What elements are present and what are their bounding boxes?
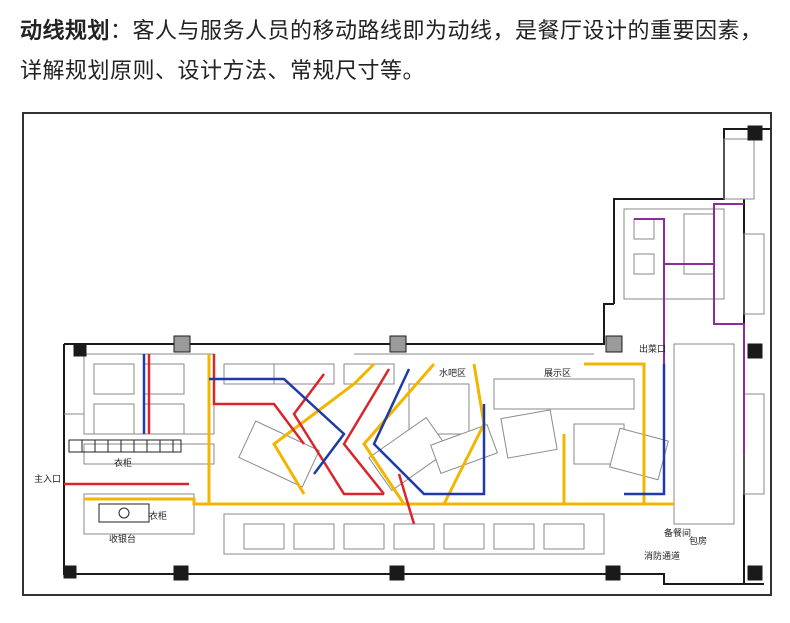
table-cluster [93,363,669,550]
route-purple [634,203,745,454]
route-yellow [84,354,674,506]
intro-paragraph: 动线规划：客人与服务人员的移动路线即为动线，是餐厅设计的重要因素，详解规划原则、… [20,12,780,92]
route-blue [142,354,666,496]
floor-plan: 衣柜 衣柜 收银台 主入口 水吧区 展示区 消防通道 出菜口 包房 备餐间 [34,125,770,585]
coat-rack-top-label: 衣柜 [114,457,132,469]
kitchen-entry-label: 出菜口 [639,343,666,355]
reception-desk [98,503,150,523]
fire-exit-label: 消防通道 [644,550,680,562]
coat-rack [68,439,182,453]
display-area-label: 展示区 [544,368,571,379]
misc-label: 备餐间 [664,527,691,539]
cashier-label: 收银台 [109,533,136,545]
room-label: 包房 [689,535,707,547]
entrance-label: 主入口 [34,473,61,485]
intro-lead: 动线规划 [20,19,111,44]
intro-text: 客人与服务人员的移动路线即为动线，是餐厅设计的重要因素，详解规划原则、设计方法、… [20,19,763,84]
bar-area-label: 水吧区 [439,367,466,379]
columns [63,125,763,581]
intro-colon: ： [110,19,133,44]
coat-rack-side-label: 衣柜 [149,510,167,522]
floor-plan-frame: 衣柜 衣柜 收银台 主入口 水吧区 展示区 消防通道 出菜口 包房 备餐间 [22,112,772,596]
